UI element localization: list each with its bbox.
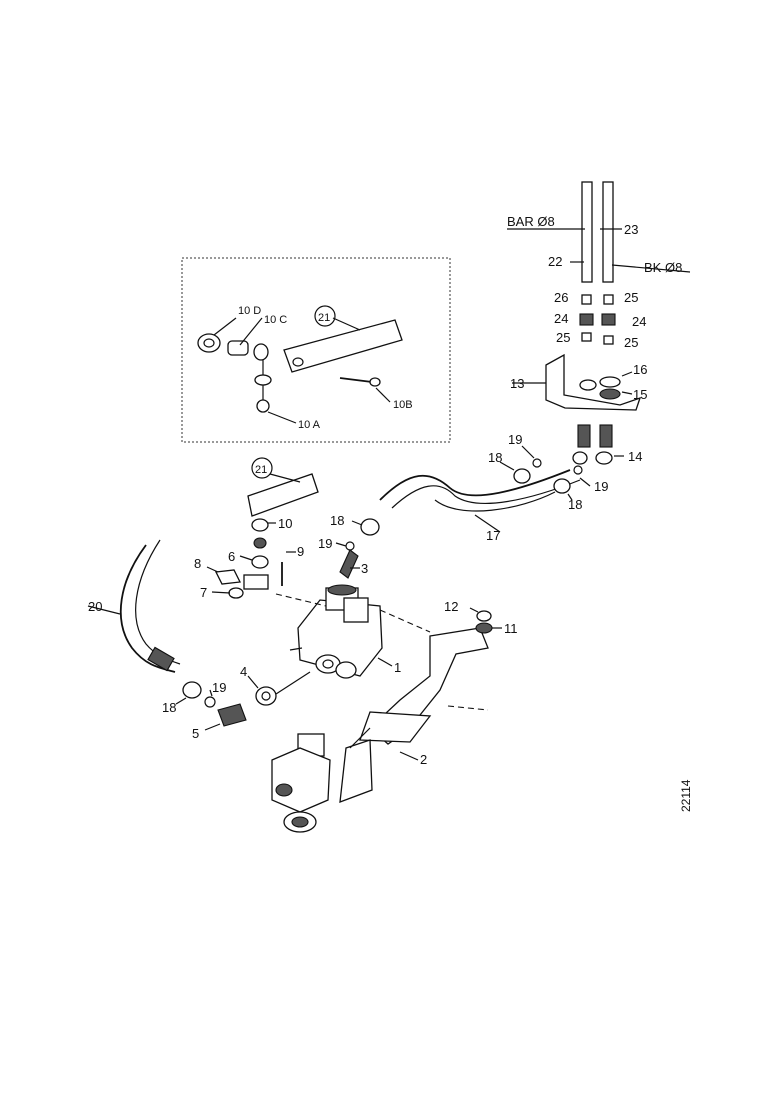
- label-24-right: 24: [632, 314, 646, 329]
- label-19-left: 19: [212, 680, 226, 695]
- bracket-2: 2 12 11: [339, 599, 518, 803]
- label-22: 22: [548, 254, 562, 269]
- label-25-right: 25: [624, 335, 638, 350]
- label-10: 10: [278, 516, 292, 531]
- label-21: 21: [255, 464, 267, 476]
- label-10a: 10 A: [298, 419, 321, 431]
- label-18-top: 18: [488, 450, 502, 465]
- bracket-21-assembly: 21 10 6 8 7 9: [194, 457, 319, 600]
- label-13: 13: [510, 376, 524, 391]
- pipes-22-23: BAR Ø8 23 22 BK Ø8 26 25 24 24 25 25 13 …: [507, 181, 691, 465]
- label-23: 23: [624, 222, 638, 237]
- label-4: 4: [240, 664, 247, 679]
- washer: [253, 343, 269, 361]
- nut-10d: [197, 333, 221, 353]
- label-6: 6: [228, 549, 235, 564]
- label-10c: 10 C: [264, 314, 287, 326]
- label-21-inset: 21: [318, 312, 330, 324]
- bracket-21-inset: [283, 319, 403, 373]
- label-15: 15: [633, 387, 647, 402]
- detail-inset: 10 D 10 C 21 10B 10 A: [181, 257, 451, 443]
- hose-20: 20 18 19 5 4: [87, 539, 311, 741]
- lower-valve: [271, 733, 331, 833]
- label-17: 17: [486, 528, 500, 543]
- label-10d: 10 D: [238, 305, 261, 317]
- sleeve-10c: [227, 340, 249, 356]
- label-8: 8: [194, 556, 201, 571]
- label-25-top: 25: [624, 290, 638, 305]
- label-19-top: 19: [508, 432, 522, 447]
- label-18-left: 18: [162, 700, 176, 715]
- pipe-17: 17 18 19 18 19 18 19 3: [318, 432, 608, 579]
- label-1: 1: [394, 660, 401, 675]
- label-5: 5: [192, 726, 199, 741]
- label-2: 2: [420, 752, 427, 767]
- label-26: 26: [554, 290, 568, 305]
- label-19-right: 19: [594, 479, 608, 494]
- drawing-code: 22114: [679, 779, 693, 812]
- bracket-13: [545, 353, 642, 411]
- pipe-label-bar: BAR Ø8: [507, 214, 555, 229]
- label-9: 9: [297, 544, 304, 559]
- label-3: 3: [361, 561, 368, 576]
- valve-1: 1: [275, 584, 431, 679]
- label-12: 12: [444, 599, 458, 614]
- pipe-label-bk: BK Ø8: [644, 260, 682, 275]
- label-25-left: 25: [556, 330, 570, 345]
- label-18-right: 18: [568, 497, 582, 512]
- label-24-left: 24: [554, 311, 568, 326]
- label-16: 16: [633, 362, 647, 377]
- label-14: 14: [628, 449, 642, 464]
- label-11: 11: [504, 621, 518, 636]
- label-19-mid: 19: [318, 536, 332, 551]
- label-20: 20: [88, 599, 102, 614]
- label-7: 7: [200, 585, 207, 600]
- label-18-mid: 18: [330, 513, 344, 528]
- label-10b: 10B: [393, 399, 413, 411]
